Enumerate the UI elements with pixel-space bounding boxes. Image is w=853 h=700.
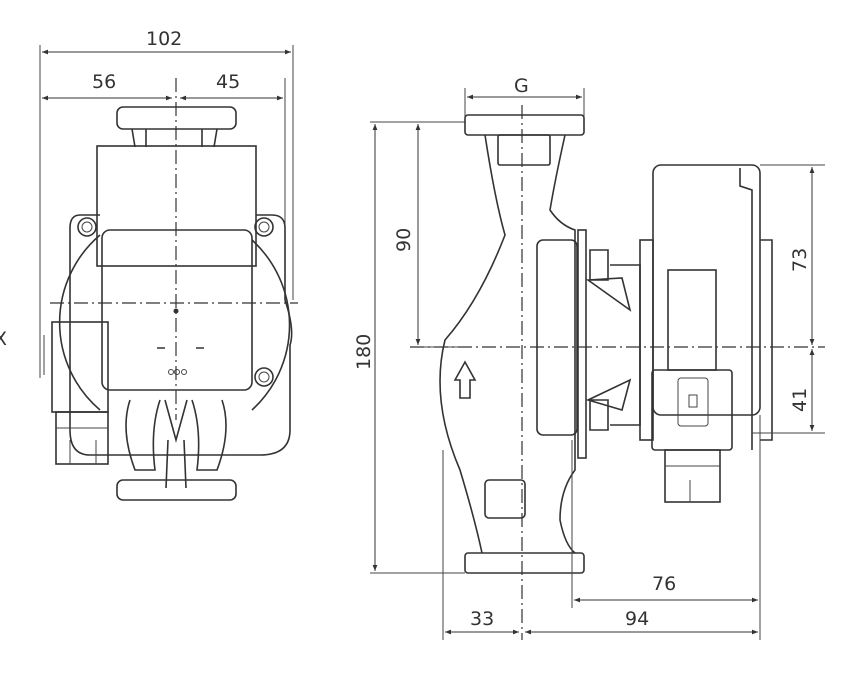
- front-view: 102 56 45: [39, 28, 298, 501]
- dim-73: 73: [789, 248, 811, 272]
- side-top-flange: [464, 114, 585, 136]
- motor-head: [652, 164, 761, 416]
- dim-45: 45: [216, 71, 240, 93]
- dim-41: 41: [789, 388, 811, 412]
- dim-33: 33: [470, 608, 494, 630]
- dim-g: G: [514, 75, 529, 97]
- side-connector: [651, 369, 733, 451]
- side-bottom-flange: [464, 552, 585, 574]
- bottom-flange: [116, 479, 237, 501]
- pump-housing: [69, 214, 293, 456]
- edge-mark: X: [0, 328, 7, 350]
- dim-180: 180: [353, 334, 375, 370]
- dim-102: 102: [146, 28, 182, 50]
- dim-90: 90: [393, 228, 415, 252]
- motor-cover: [101, 229, 253, 391]
- dim-56: 56: [92, 71, 116, 93]
- side-view: 180 90 G 73 41: [353, 75, 825, 640]
- dim-94: 94: [625, 608, 649, 630]
- dim-76: 76: [652, 573, 676, 595]
- pump-body: [439, 134, 576, 554]
